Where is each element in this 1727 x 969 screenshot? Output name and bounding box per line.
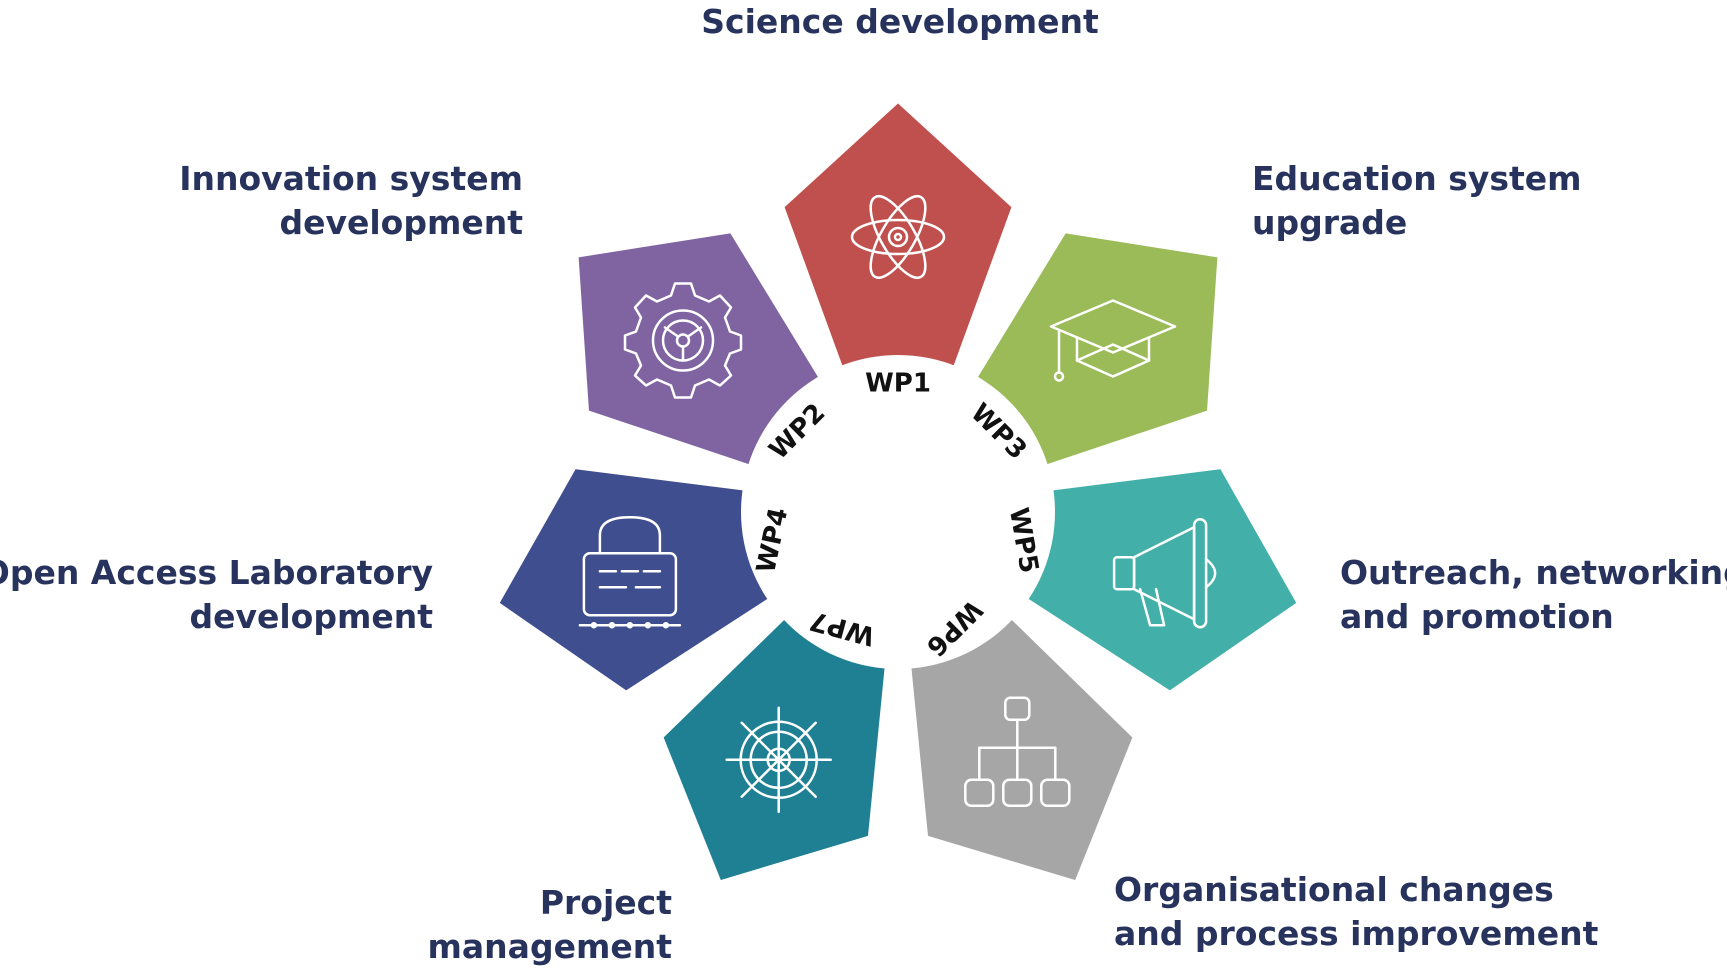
org-chart-icon	[964, 696, 1071, 808]
graduation-cap-icon	[1049, 299, 1177, 382]
ship-wheel-icon	[725, 706, 832, 814]
atom-icon	[850, 195, 946, 279]
center-circle	[741, 355, 1055, 669]
gear-icon	[623, 282, 743, 399]
lock-card-icon	[578, 515, 682, 629]
megaphone-icon	[1112, 517, 1217, 629]
wp-label-wp1: WP1	[865, 369, 931, 399]
label-science-development: Science development	[701, 2, 1099, 41]
